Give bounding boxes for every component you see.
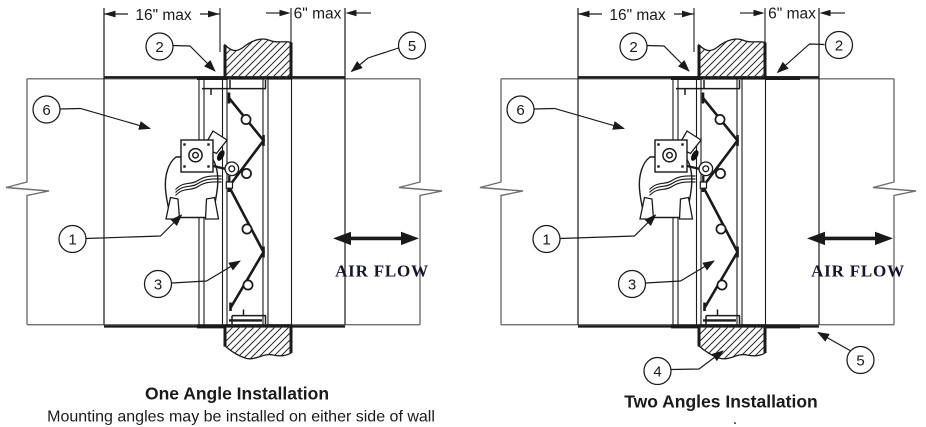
diagram-title: One Angle Installation [145,384,329,404]
dimension-6max-label: 6" max [768,6,816,23]
callout-breakaway-connection-label: 5 [408,38,416,55]
mounting-angle-right-side [765,76,800,329]
callout-mounting-angle: 2 [145,32,174,61]
callout-mounting-angle-left: 2 [619,32,648,61]
airflow-label: AIR FLOW [335,262,429,281]
callout-damper-blade-label: 3 [154,276,162,293]
callout-mounting-angle-right-label: 2 [835,37,843,54]
airflow-label: AIR FLOW [811,262,905,281]
leader-breakaway-connection [817,331,851,352]
callout-actuator-label: 1 [68,231,76,248]
callout-breakaway-connection: 5 [397,31,427,60]
callout-duct: 6 [32,95,61,124]
leader-breakaway-connection [350,47,399,73]
callout-wall-label: 4 [653,363,661,380]
callout-duct: 6 [506,95,535,124]
callout-damper-blade-label: 3 [628,276,636,293]
callout-damper-blade: 3 [617,269,647,299]
callout-breakaway-connection: 5 [846,345,875,375]
callout-actuator: 1 [58,224,87,254]
callout-mounting-angle-left-label: 2 [629,39,637,56]
callout-actuator-label: 1 [542,231,550,248]
leader-mounting-angle-right [776,43,825,74]
callout-breakaway-connection-label: 5 [856,352,864,369]
dimension-16max-label: 16" max [609,7,666,24]
diagram-title: Two Angles Installation [624,392,817,412]
callout-mounting-angle-label: 2 [155,39,163,56]
callout-actuator: 1 [532,224,561,254]
diagram-footnote-period: . [733,411,737,427]
callout-damper-blade: 3 [143,269,173,299]
callout-mounting-angle-right: 2 [824,30,854,60]
two-angles-diagram: 2 2 6 1 3 4 5 16" max 6" max AIR FLOW Tw [480,6,916,427]
dimension-16max-label: 16" max [135,7,192,24]
diagram-subtitle: Mounting angles may be installed on eith… [47,409,435,426]
one-angle-diagram: 2 5 6 1 3 16" max 6" max AIR FLOW One An… [6,6,442,426]
callout-wall: 4 [643,356,672,386]
callout-duct-label: 6 [42,102,50,119]
callout-duct-label: 6 [516,102,524,119]
extra-callout-leaders [670,43,851,371]
dimension-6max-label: 6" max [294,6,342,23]
leader-wall [670,350,724,371]
